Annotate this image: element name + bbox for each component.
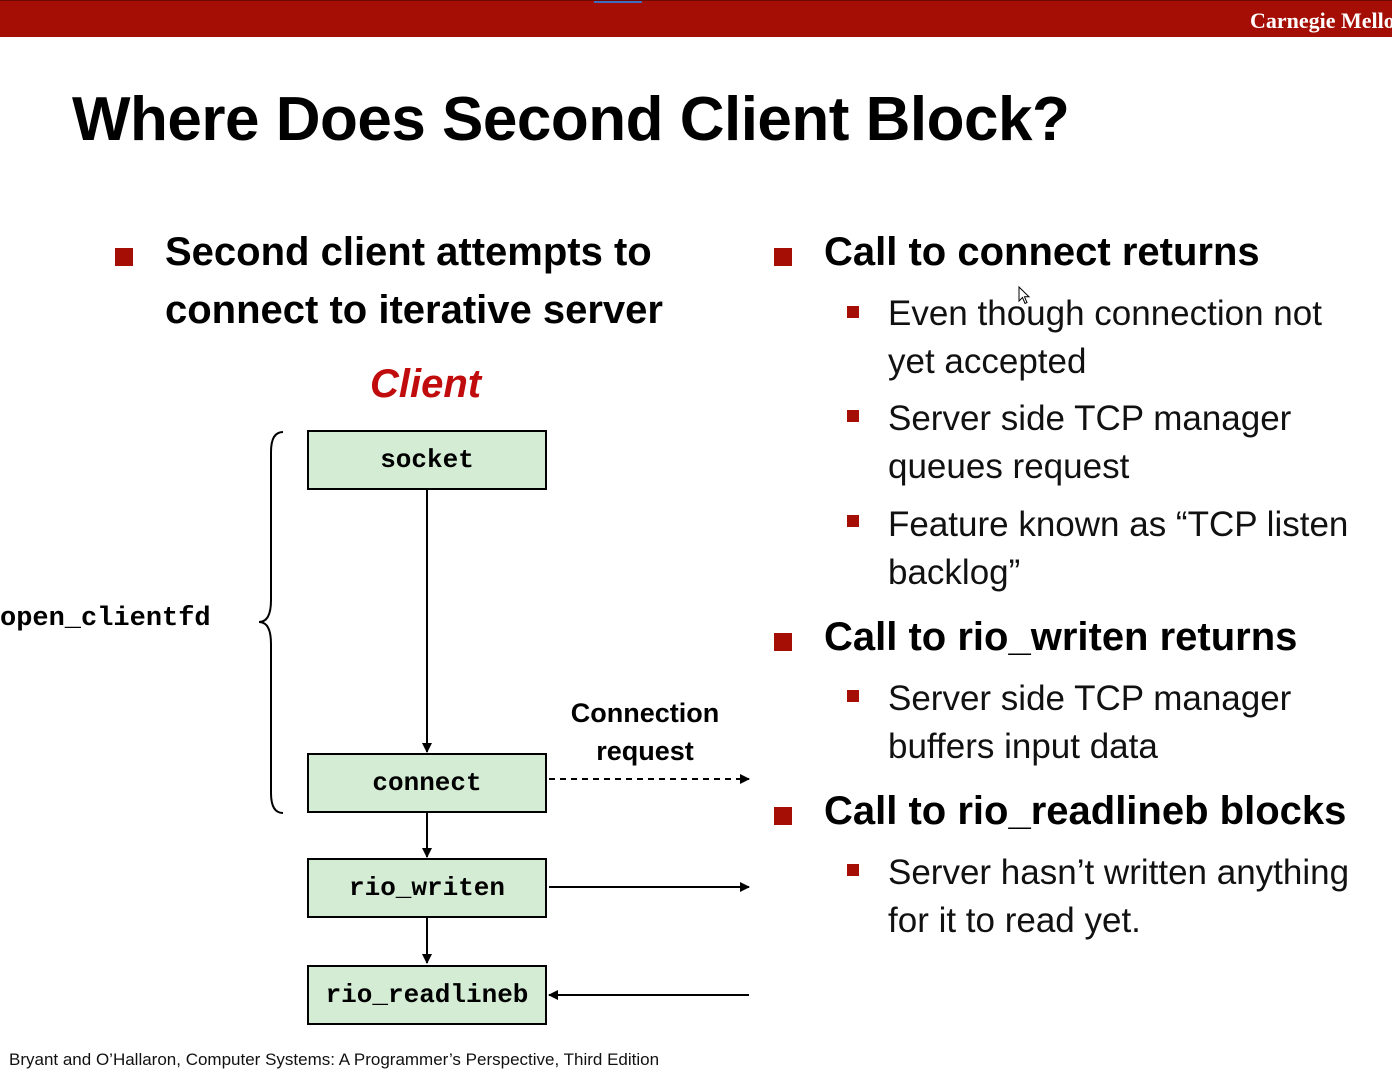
bullet-marker xyxy=(115,248,133,266)
bullet-marker xyxy=(774,248,792,266)
slide-title: Where Does Second Client Block? xyxy=(72,85,1070,154)
sub-bullet-marker xyxy=(847,515,859,527)
sub-bullet-marker xyxy=(847,864,859,876)
connect-box: connect xyxy=(307,753,547,813)
sub-item-line: Feature known as “TCP listen xyxy=(888,505,1349,544)
left-bullet-line2: connect to iterative server xyxy=(165,288,663,332)
header-bar: Carnegie Mellon xyxy=(0,0,1392,37)
sub-item-line: queues request xyxy=(888,447,1130,486)
right-heading-connect: Call to connect returns xyxy=(824,230,1260,274)
sub-bullet-marker xyxy=(847,690,859,702)
right-heading-writen: Call to rio_writen returns xyxy=(824,615,1298,659)
window-tab-indicator xyxy=(594,1,642,3)
sub-item-line: backlog” xyxy=(888,553,1021,592)
sub-item-line: for it to read yet. xyxy=(888,901,1141,940)
rio-readlineb-box: rio_readlineb xyxy=(307,965,547,1025)
bullet-marker xyxy=(774,807,792,825)
sub-item-line: Server side TCP manager xyxy=(888,679,1292,718)
sub-item-line: Server side TCP manager xyxy=(888,399,1292,438)
connection-request-label: Connection request xyxy=(556,694,734,770)
client-label: Client xyxy=(370,362,482,406)
sub-bullet-marker xyxy=(847,410,859,422)
mouse-cursor-icon xyxy=(1018,286,1031,305)
sub-item-line: yet accepted xyxy=(888,342,1087,381)
bullet-marker xyxy=(774,633,792,651)
right-heading-readlineb: Call to rio_readlineb blocks xyxy=(824,789,1347,833)
rio-writen-box: rio_writen xyxy=(307,858,547,918)
left-bullet-line1: Second client attempts to xyxy=(165,230,652,274)
connection-request-line1: Connection xyxy=(570,698,720,728)
open-clientfd-label: open_clientfd xyxy=(0,604,211,634)
connection-request-line2: request xyxy=(596,736,694,766)
socket-box: socket xyxy=(307,430,547,490)
citation-footer: Bryant and O’Hallaron, Computer Systems:… xyxy=(9,1050,660,1069)
sub-item-line: Server hasn’t written anything xyxy=(888,853,1350,892)
sub-bullet-marker xyxy=(847,306,859,318)
open-clientfd-brace xyxy=(258,431,284,814)
sub-item-line: buffers input data xyxy=(888,727,1158,766)
sub-item-line: Even though connection not xyxy=(888,294,1322,333)
brand-logo-text: Carnegie Mellon xyxy=(1250,8,1392,33)
